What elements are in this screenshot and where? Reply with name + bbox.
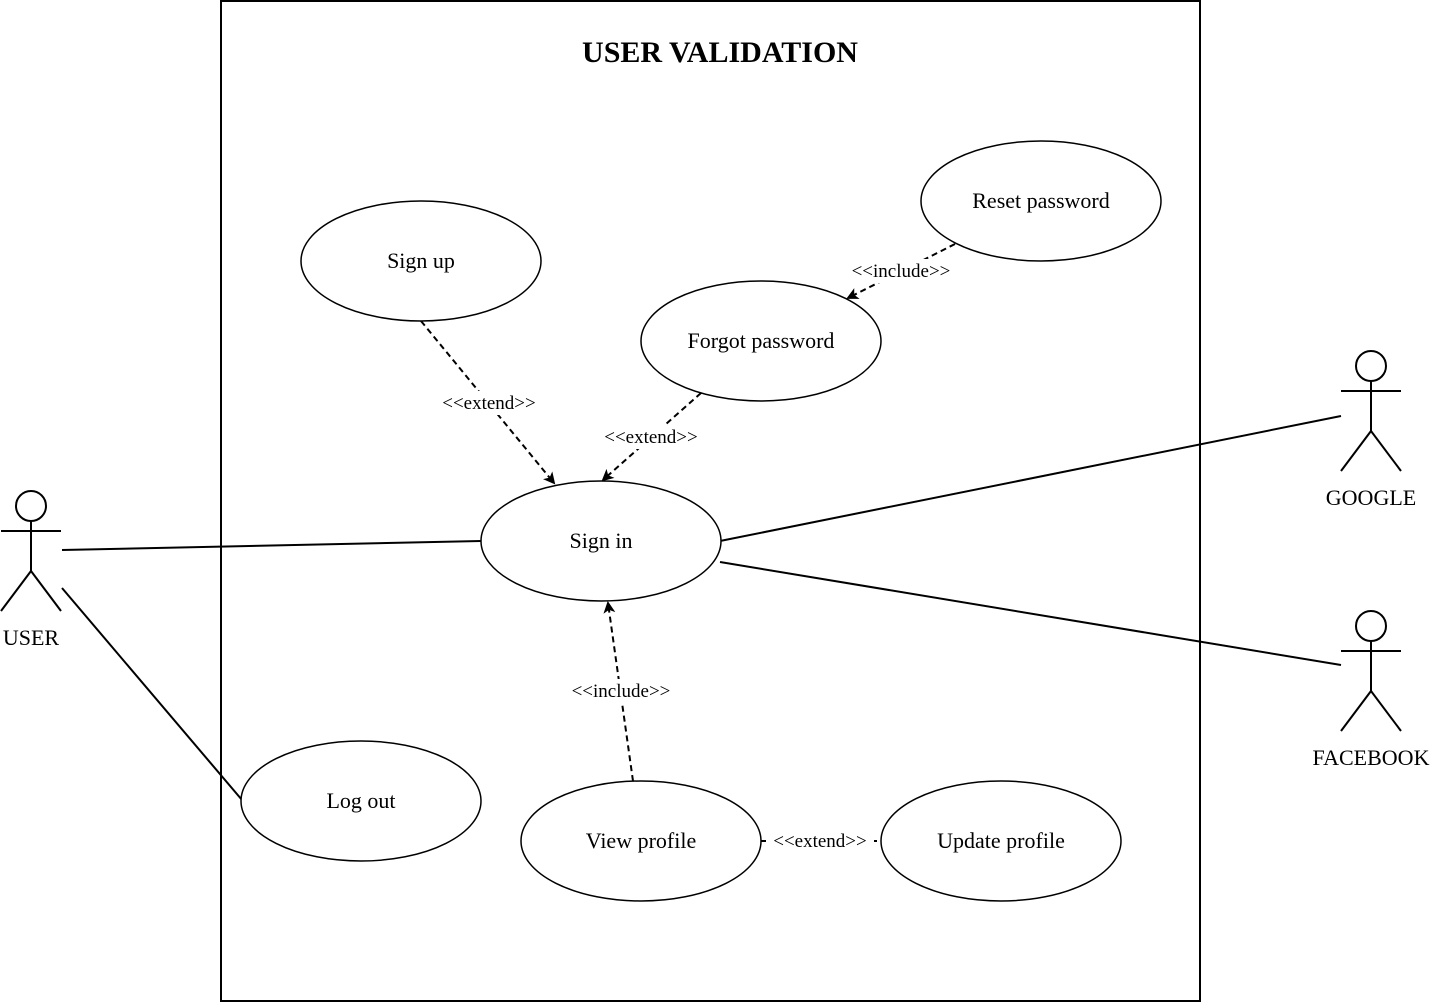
use-case-log-out-label: Log out [326, 788, 395, 813]
use-case-log-out[interactable]: Log out [240, 740, 482, 862]
assoc-user-logout [61, 587, 243, 801]
system-title: USER VALIDATION [582, 36, 858, 69]
use-case-reset-password-label: Reset password [972, 188, 1109, 213]
assoc-google-signin [719, 415, 1342, 542]
use-case-sign-up[interactable]: Sign up [300, 200, 542, 322]
use-case-view-profile[interactable]: View profile [520, 780, 762, 902]
rel-label-view-update: <<extend>> [773, 831, 867, 852]
stick-figure-icon [1340, 350, 1402, 472]
use-case-forgot-password-label: Forgot password [688, 328, 835, 353]
assoc-facebook-signin [719, 561, 1342, 666]
use-case-sign-in-label: Sign in [570, 528, 633, 553]
use-case-reset-password[interactable]: Reset password [920, 140, 1162, 262]
use-case-update-profile[interactable]: Update profile [880, 780, 1122, 902]
rel-label-signup-signin: <<extend>> [442, 393, 536, 414]
use-case-update-profile-label: Update profile [937, 828, 1065, 853]
rel-label-forgot-signin: <<extend>> [604, 427, 698, 448]
actor-google[interactable]: GOOGLE [1326, 350, 1416, 510]
rel-label-view-signin: <<include>> [572, 681, 671, 702]
rel-label-reset-forgot: <<include>> [852, 261, 951, 282]
use-case-forgot-password[interactable]: Forgot password [640, 280, 882, 402]
actor-user[interactable]: USER [0, 490, 62, 650]
stick-figure-icon [1340, 610, 1402, 732]
assoc-user-signin [61, 540, 482, 551]
use-case-sign-up-label: Sign up [387, 248, 455, 273]
actor-facebook-label: FACEBOOK [1313, 745, 1430, 770]
actor-google-label: GOOGLE [1326, 485, 1416, 510]
use-case-sign-in[interactable]: Sign in [480, 480, 722, 602]
stick-figure-icon [0, 490, 62, 612]
actor-facebook[interactable]: FACEBOOK [1313, 610, 1430, 770]
actor-user-label: USER [3, 625, 60, 650]
use-case-view-profile-label: View profile [586, 828, 696, 853]
